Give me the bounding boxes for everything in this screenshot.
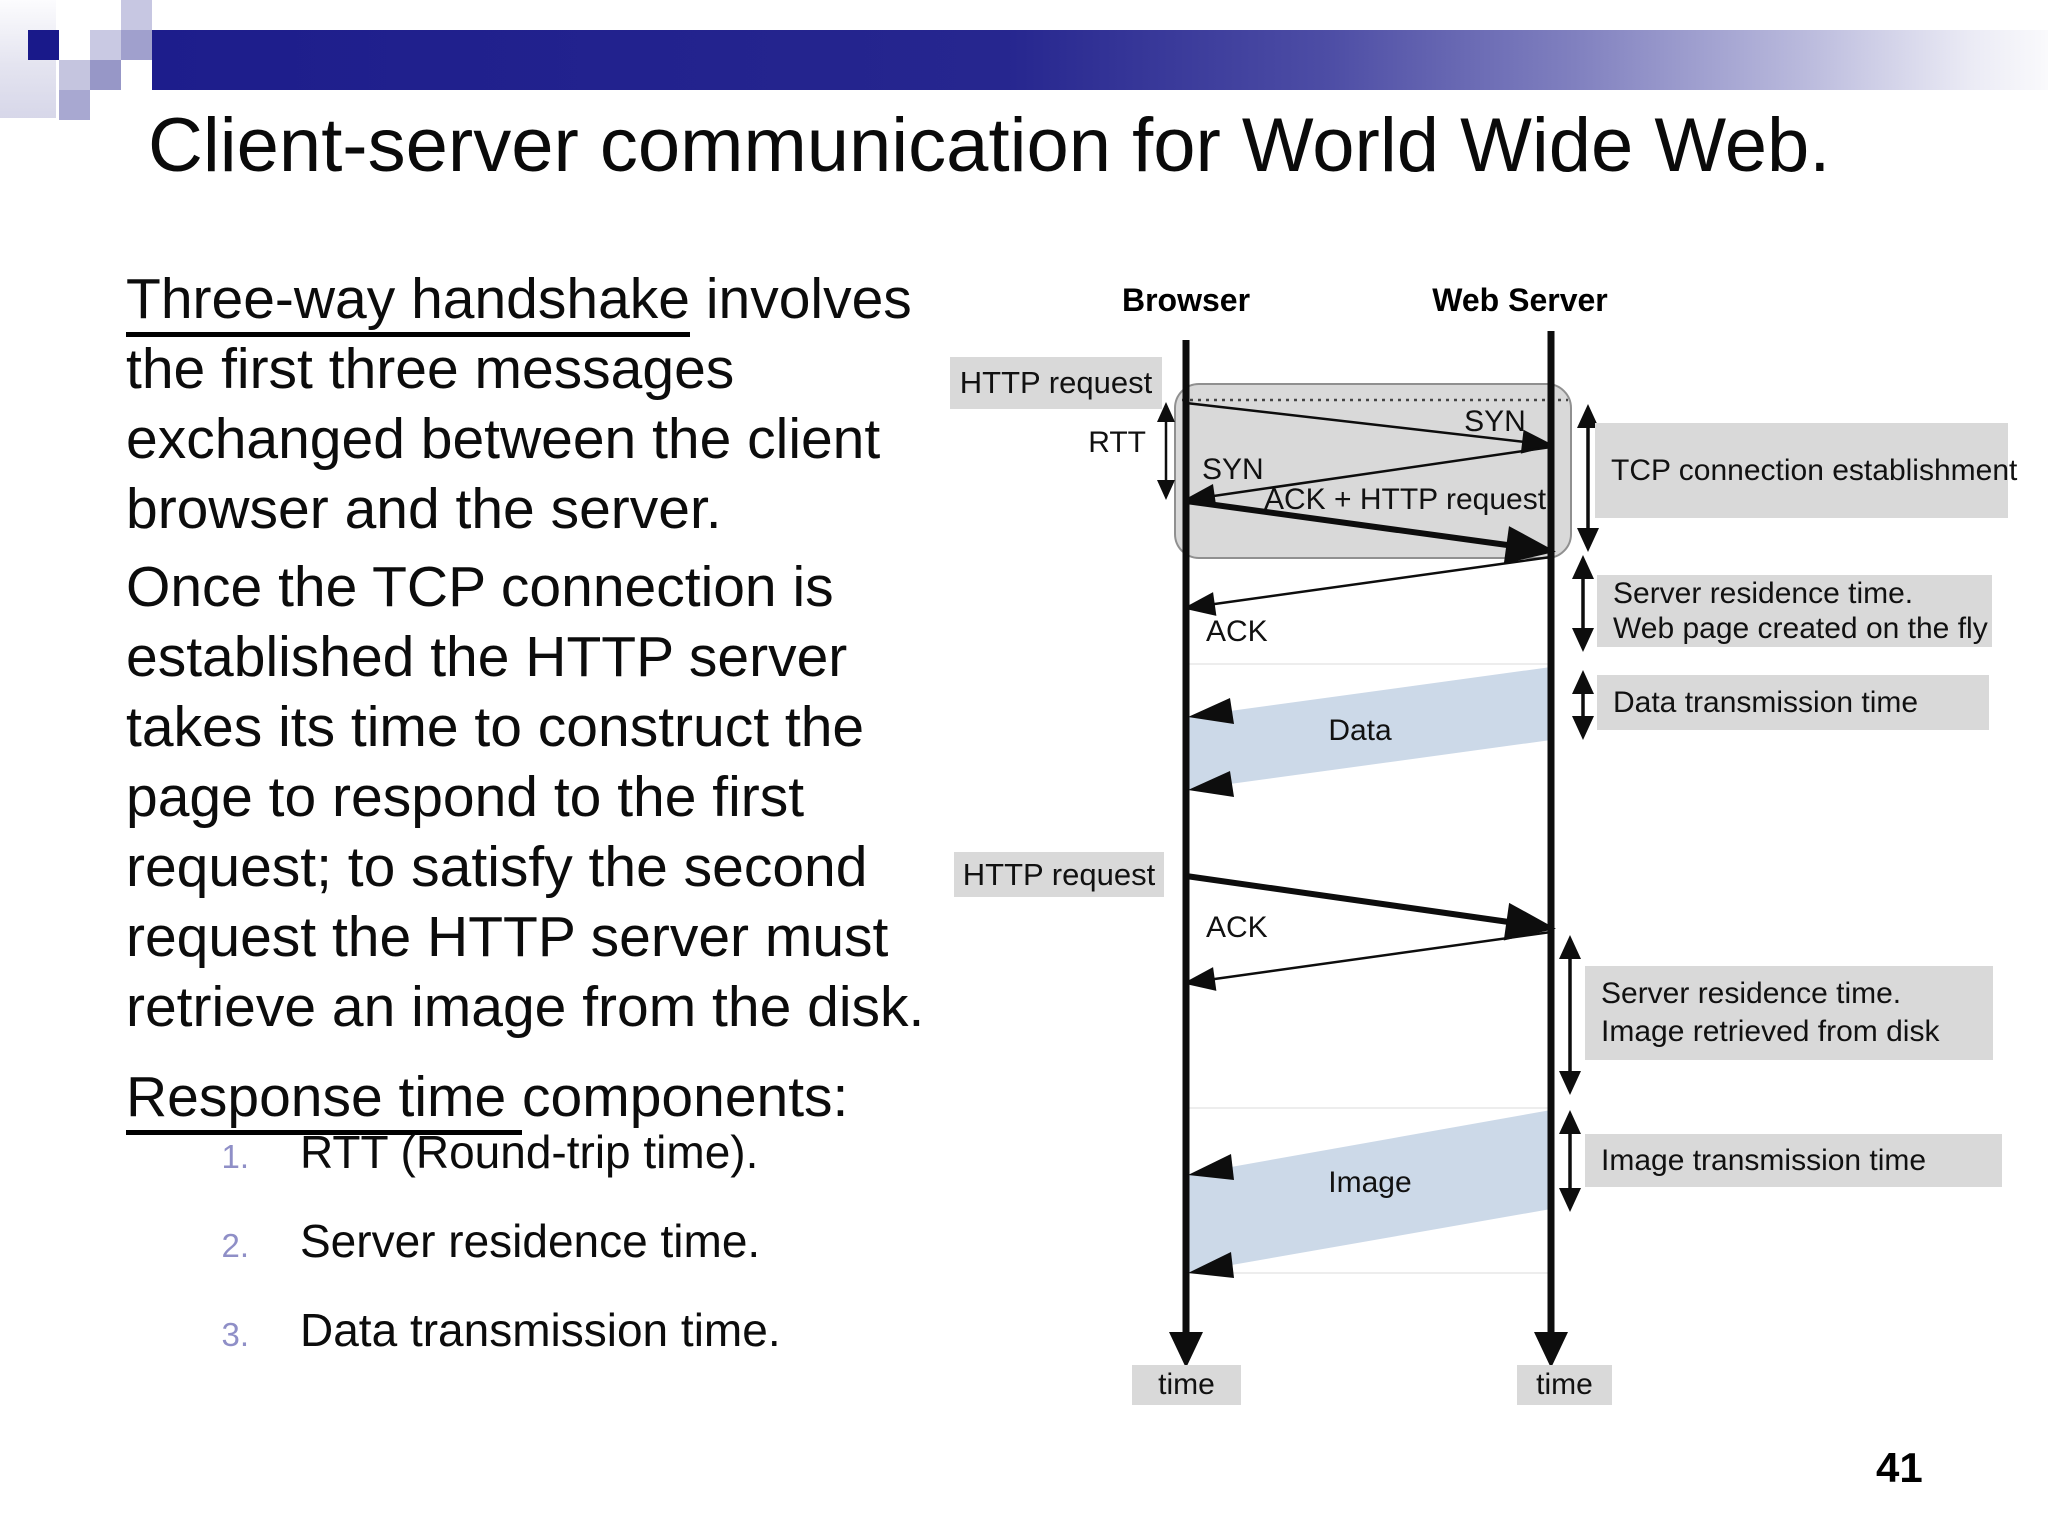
http-request-label-2: HTTP request (954, 852, 1164, 897)
measure-arrowhead (1577, 404, 1599, 428)
list-number: 1. (221, 1138, 249, 1175)
band-arrowhead (1188, 771, 1234, 797)
image-label: Image (1328, 1166, 1412, 1199)
ack-label-1: ACK (1206, 615, 1268, 648)
syn-arrow-to-server (1185, 401, 1554, 454)
data-label: Data (1328, 714, 1392, 747)
slide-title: Client-server communication for World Wi… (148, 103, 1831, 188)
band-arrowhead (1188, 698, 1234, 724)
decorative-square (59, 60, 90, 90)
ack-label-2: ACK (1206, 911, 1268, 944)
measure-arrowhead (1559, 1110, 1581, 1134)
paragraph-handshake: Three-way handshake involves the first t… (126, 267, 912, 541)
annotation-image-transmission: Image transmission time (1585, 1134, 2002, 1187)
ack-arrow-2 (1183, 930, 1552, 991)
measure-arrowhead (1572, 555, 1594, 579)
http-request-label-1: HTTP request (950, 357, 1162, 409)
list-item: 2.Server residence time. (126, 1197, 946, 1286)
measure-arrowhead (1577, 528, 1599, 552)
sequence-diagram-svg (1157, 331, 1599, 1368)
sequence-diagram: Browser Web Server HTTP request RTT SYN … (880, 270, 2048, 1450)
list-item: 1.RTT (Round-trip time). (126, 1108, 946, 1197)
list-number: 2. (221, 1227, 249, 1264)
time-label-server: time (1517, 1365, 1612, 1405)
decorative-square (59, 90, 90, 120)
annotation-data-transmission: Data transmission time (1597, 675, 1989, 730)
syn-label-top: SYN (1464, 405, 1526, 438)
decorative-square (28, 30, 59, 60)
measure-arrowhead (1572, 628, 1594, 652)
ack-arrow-1 (1183, 555, 1552, 616)
paragraph-tcp: Once the TCP connection is established t… (126, 555, 925, 1039)
syn-arrow-to-browser (1183, 445, 1552, 508)
rtt-arrowhead-down (1157, 480, 1175, 500)
underlined-term: Response time (126, 1065, 523, 1135)
http-request-2-arrow (1185, 873, 1556, 941)
decorative-square (90, 30, 121, 60)
server-lifeline-arrowhead (1534, 1332, 1568, 1368)
browser-lifeline-arrowhead (1169, 1332, 1203, 1368)
ack-http-request-arrow (1185, 498, 1556, 564)
paragraph-response-time: Response time components: (126, 1062, 996, 1135)
browser-column-header: Browser (1121, 282, 1251, 318)
header-gradient-bar (152, 30, 2048, 90)
annotation-server-residence-2: Server residence time. Image retrieved f… (1585, 966, 1993, 1060)
syn-label-bottom: SYN (1202, 453, 1264, 486)
decorative-square (121, 0, 152, 30)
image-band (1186, 1110, 1551, 1273)
measure-arrowhead (1572, 670, 1594, 694)
data-band (1186, 667, 1551, 790)
underlined-term: Three-way handshake (126, 267, 690, 337)
rtt-arrowhead-up (1157, 402, 1175, 422)
ack-http-request-label: ACK + HTTP request (1263, 483, 1547, 516)
decorative-square (121, 30, 152, 60)
body-text: Three-way handshake involves the first t… (126, 264, 996, 1140)
rtt-label: RTT (1088, 426, 1146, 459)
response-time-list: 1.RTT (Round-trip time). 2.Server reside… (126, 1108, 946, 1375)
web-server-column-header: Web Server (1432, 282, 1608, 318)
page-number: 41 (1876, 1444, 1923, 1491)
band-arrowhead (1188, 1252, 1234, 1278)
band-arrowhead (1188, 1154, 1234, 1180)
list-number: 3. (221, 1316, 249, 1353)
annotation-server-residence-1: Server residence time. Web page created … (1597, 575, 1992, 647)
time-label-browser: time (1132, 1365, 1241, 1405)
list-item: 3.Data transmission time. (126, 1286, 946, 1375)
decorative-square (90, 60, 121, 90)
measure-arrowhead (1559, 1071, 1581, 1095)
measure-arrowhead (1559, 1188, 1581, 1212)
measure-arrowhead (1572, 716, 1594, 740)
measure-arrowhead (1559, 935, 1581, 959)
annotation-tcp-establishment: TCP connection establishment (1595, 423, 2017, 518)
